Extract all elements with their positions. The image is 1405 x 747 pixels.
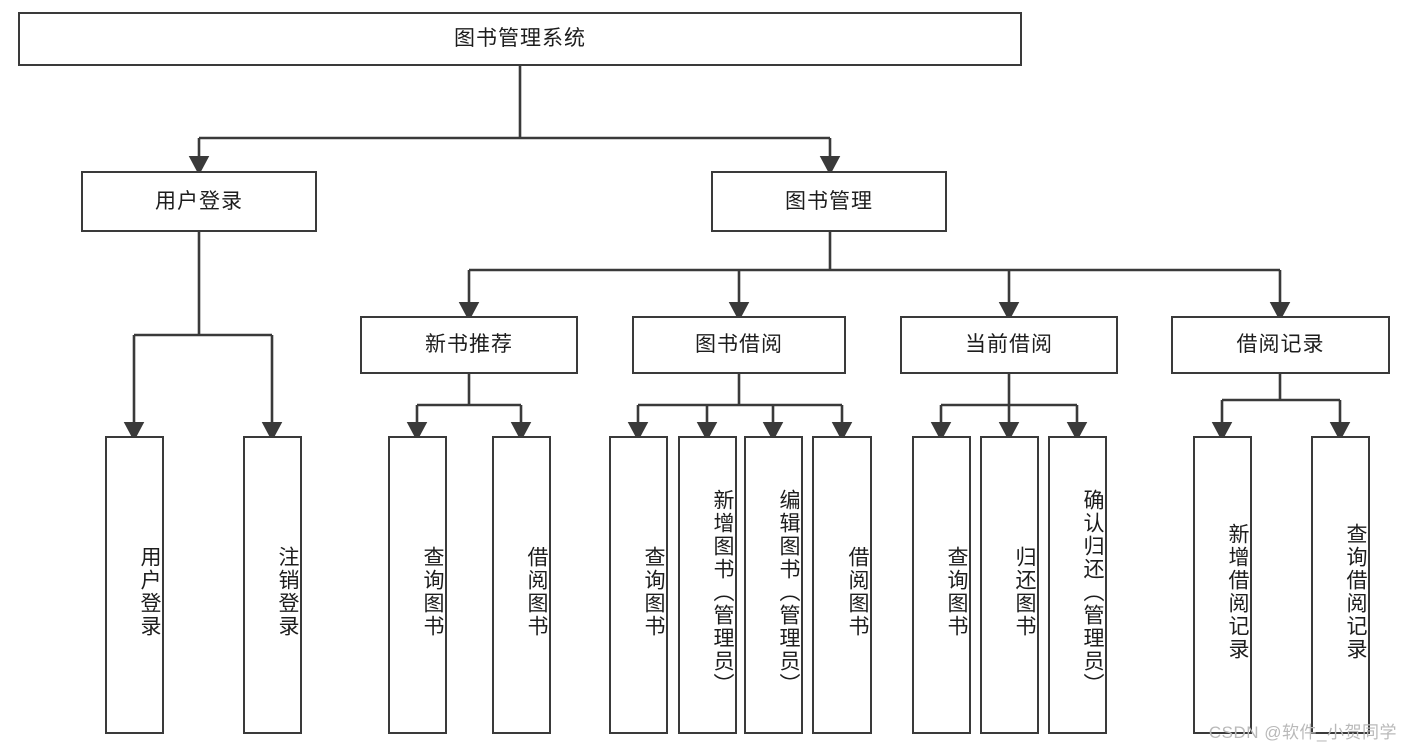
node-user-login-label: 用户登录 bbox=[155, 189, 243, 213]
node-leaf-current-borrow-2[interactable]: 归还图书 bbox=[980, 436, 1039, 734]
node-book-manage-label: 图书管理 bbox=[785, 189, 873, 213]
node-leaf-user-login-2[interactable]: 注销登录 bbox=[243, 436, 302, 734]
node-leaf-label: 查询图书 bbox=[421, 546, 444, 638]
node-leaf-label: 新增图书（管理员） bbox=[711, 488, 734, 696]
node-leaf-label: 确认归还（管理员） bbox=[1081, 488, 1104, 696]
node-leaf-label: 注销登录 bbox=[276, 546, 299, 638]
node-current-borrow-label: 当前借阅 bbox=[965, 333, 1053, 357]
node-leaf-current-borrow-1[interactable]: 查询图书 bbox=[912, 436, 971, 734]
node-leaf-label: 借阅图书 bbox=[525, 546, 548, 638]
node-leaf-label: 查询图书 bbox=[945, 546, 968, 638]
node-leaf-borrow-record-1[interactable]: 新增借阅记录 bbox=[1193, 436, 1252, 734]
node-leaf-new-book-2[interactable]: 借阅图书 bbox=[492, 436, 551, 734]
node-leaf-label: 归还图书 bbox=[1013, 546, 1036, 638]
node-leaf-label: 新增借阅记录 bbox=[1226, 523, 1249, 661]
node-leaf-current-borrow-3[interactable]: 确认归还（管理员） bbox=[1048, 436, 1107, 734]
node-current-borrow[interactable]: 当前借阅 bbox=[900, 316, 1118, 374]
node-borrow-record[interactable]: 借阅记录 bbox=[1171, 316, 1390, 374]
node-new-book-label: 新书推荐 bbox=[425, 333, 513, 357]
node-book-borrow[interactable]: 图书借阅 bbox=[632, 316, 846, 374]
node-book-manage[interactable]: 图书管理 bbox=[711, 171, 947, 232]
node-leaf-label: 借阅图书 bbox=[846, 546, 869, 638]
node-leaf-label: 用户登录 bbox=[138, 546, 161, 638]
node-user-login[interactable]: 用户登录 bbox=[81, 171, 317, 232]
node-book-borrow-label: 图书借阅 bbox=[695, 333, 783, 357]
node-borrow-record-label: 借阅记录 bbox=[1236, 333, 1325, 357]
node-leaf-label: 查询借阅记录 bbox=[1344, 523, 1367, 661]
node-leaf-label: 查询图书 bbox=[642, 546, 665, 638]
node-root-label: 图书管理系统 bbox=[454, 27, 586, 51]
node-leaf-book-borrow-3[interactable]: 编辑图书（管理员） bbox=[744, 436, 803, 734]
node-leaf-book-borrow-1[interactable]: 查询图书 bbox=[609, 436, 668, 734]
node-leaf-label: 编辑图书（管理员） bbox=[777, 488, 800, 696]
watermark: CSDN @软件_小贺同学 bbox=[1208, 723, 1397, 742]
node-leaf-borrow-record-2[interactable]: 查询借阅记录 bbox=[1311, 436, 1370, 734]
node-leaf-user-login-1[interactable]: 用户登录 bbox=[105, 436, 164, 734]
node-root[interactable]: 图书管理系统 bbox=[18, 12, 1022, 66]
node-leaf-book-borrow-2[interactable]: 新增图书（管理员） bbox=[678, 436, 737, 734]
node-leaf-new-book-1[interactable]: 查询图书 bbox=[388, 436, 447, 734]
node-new-book[interactable]: 新书推荐 bbox=[360, 316, 578, 374]
node-leaf-book-borrow-4[interactable]: 借阅图书 bbox=[812, 436, 872, 734]
